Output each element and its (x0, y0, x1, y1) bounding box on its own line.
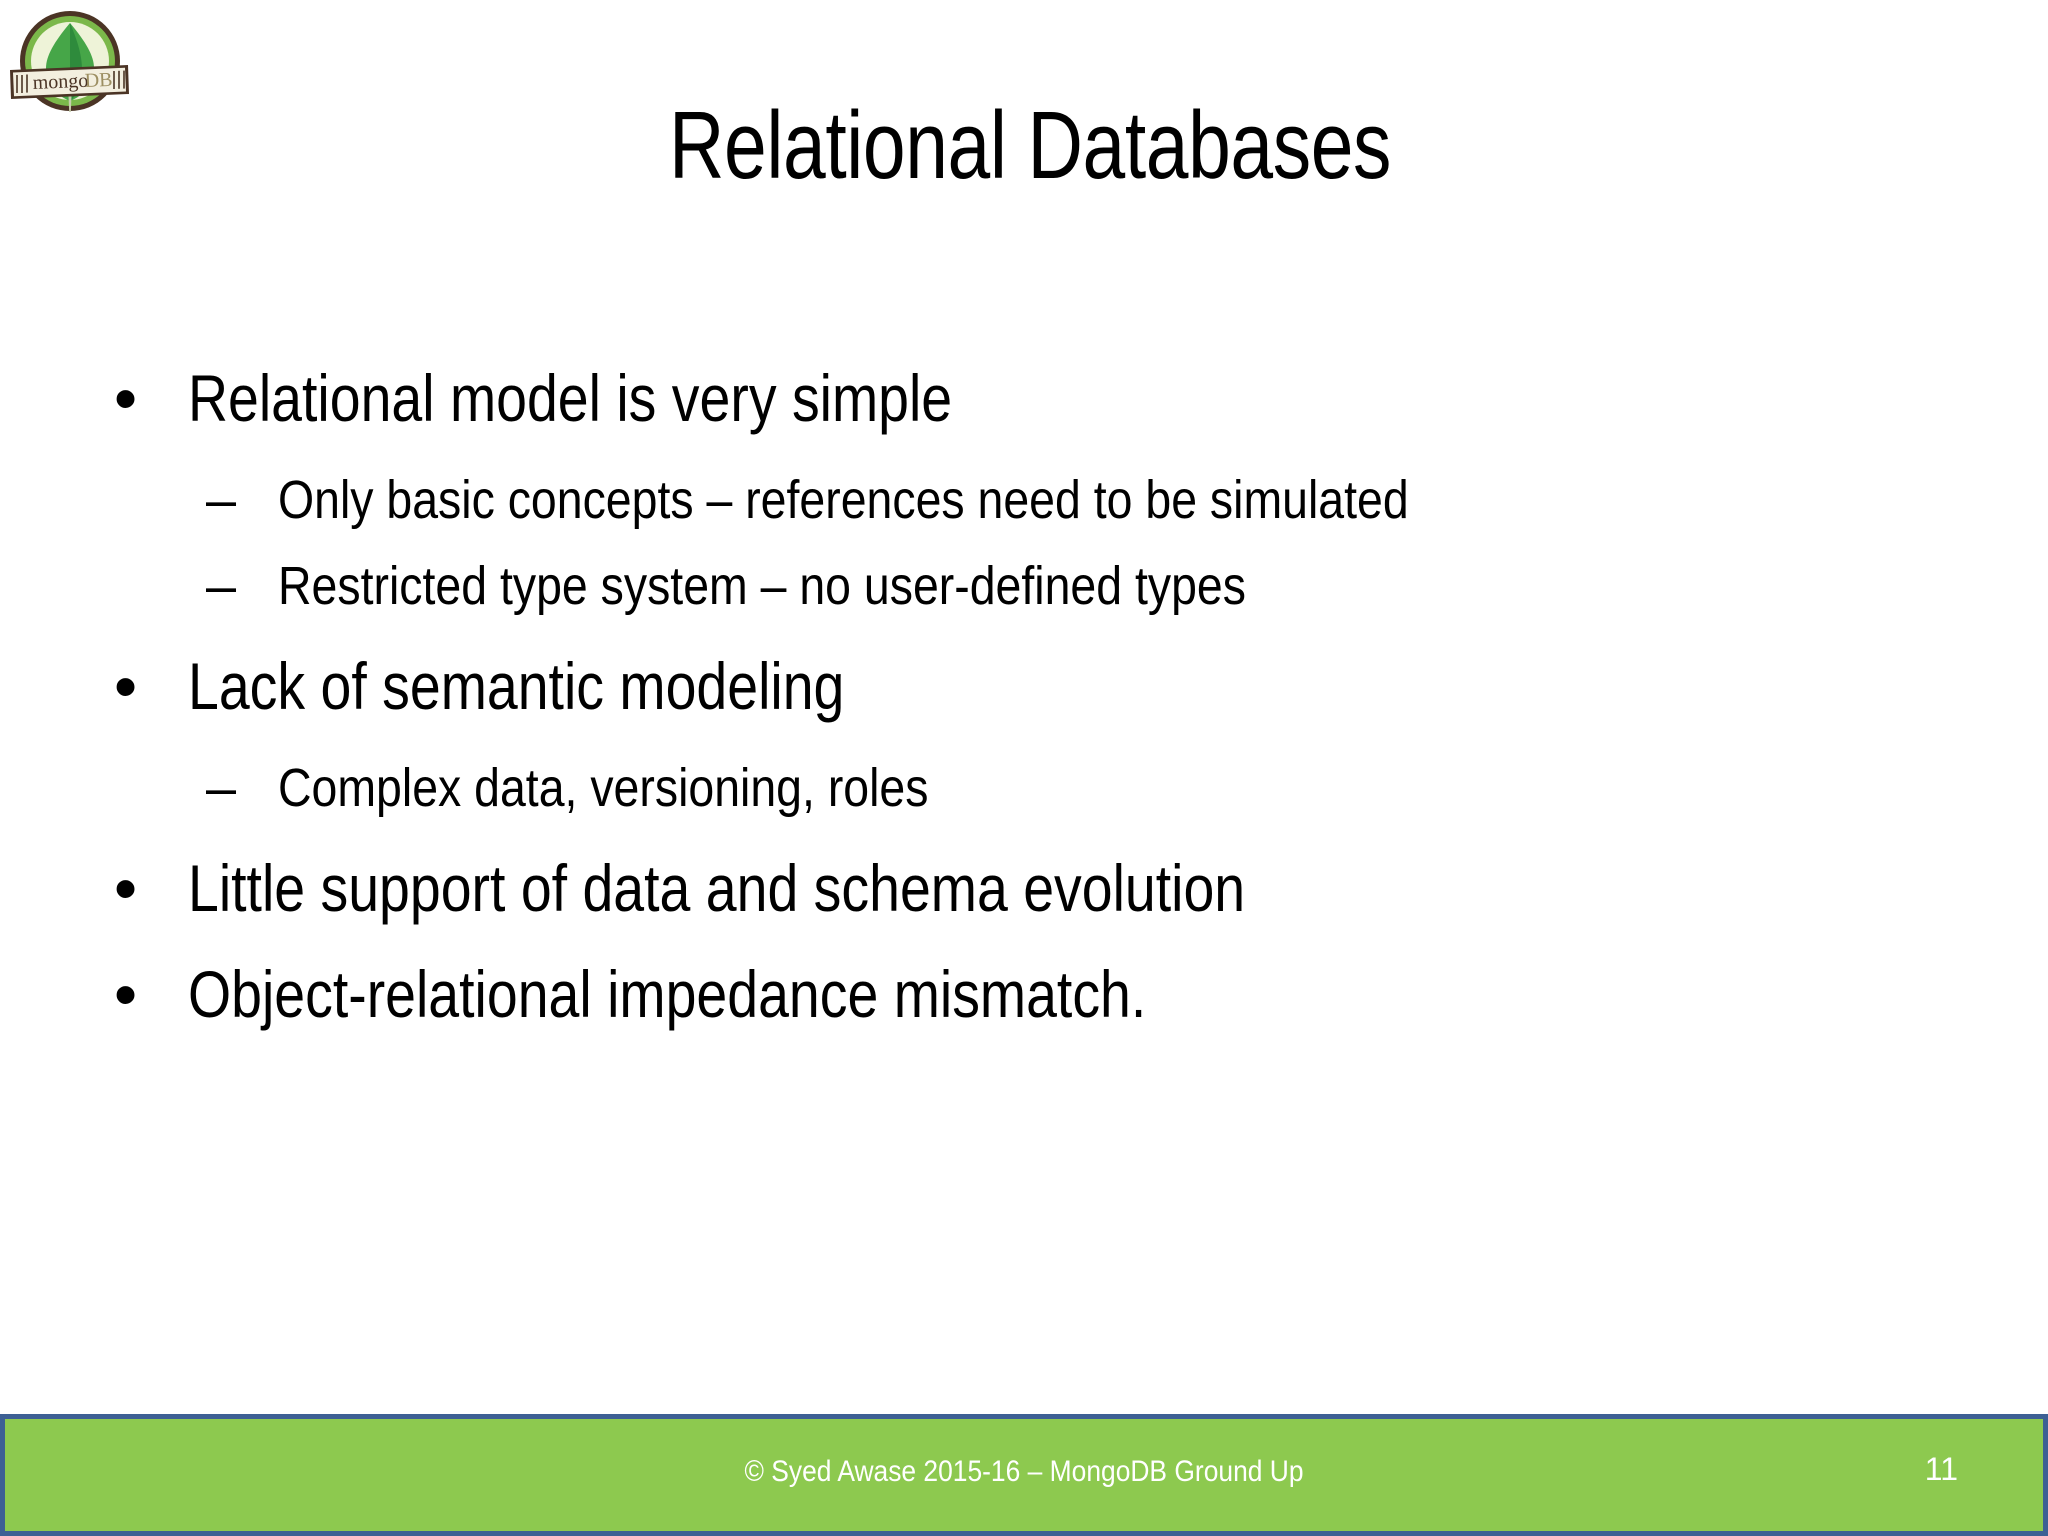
slide-body: • Relational model is very simple – Only… (110, 360, 1990, 1040)
bullet-item-level1: • Lack of semantic modeling (110, 648, 1990, 726)
bullet-dot-icon: • (114, 361, 138, 435)
bullet-item-level2: – Complex data, versioning, roles (110, 754, 1990, 822)
bullet-item-level1: • Little support of data and schema evol… (110, 850, 1990, 928)
mongodb-wordmark-left: mongo (32, 70, 88, 94)
bullet-item-level2: – Restricted type system – no user-defin… (110, 552, 1990, 620)
bullet-text: Lack of semantic modeling (188, 648, 845, 723)
bullet-dash-icon: – (206, 555, 237, 616)
footer-band: © Syed Awase 2015-16 – MongoDB Ground Up… (5, 1419, 2043, 1531)
bullet-text: Relational model is very simple (188, 361, 953, 435)
bullet-item-level1: • Object-relational impedance mismatch. (110, 956, 1990, 1034)
mongodb-wordmark-right: DB (84, 69, 113, 92)
mongodb-logo: mongo DB (8, 4, 133, 124)
bullet-dash-icon: – (206, 469, 237, 530)
bullet-dot-icon: • (114, 956, 138, 1031)
bullet-item-level1: • Relational model is very simple (110, 360, 1990, 438)
bullet-text: Object-relational impedance mismatch. (188, 956, 1147, 1031)
bullet-item-level2: – Only basic concepts – references need … (110, 466, 1990, 534)
slide-page-number: 11 (1924, 1451, 1958, 1487)
slide-footer: © Syed Awase 2015-16 – MongoDB Ground Up… (0, 1414, 2048, 1536)
bullet-text: Restricted type system – no user-defined… (278, 555, 1246, 616)
bullet-text: Little support of data and schema evolut… (188, 850, 1246, 925)
bullet-dot-icon: • (114, 850, 138, 925)
bullet-dot-icon: • (114, 648, 138, 723)
bullet-text: Only basic concepts – references need to… (278, 469, 1409, 530)
footer-credit: © Syed Awase 2015-16 – MongoDB Ground Up (744, 1455, 1304, 1488)
slide-title: Relational Databases (668, 92, 1392, 199)
bullet-text: Complex data, versioning, roles (278, 757, 929, 818)
bullet-dash-icon: – (206, 757, 237, 818)
mongodb-logo-icon: mongo DB (10, 11, 129, 112)
